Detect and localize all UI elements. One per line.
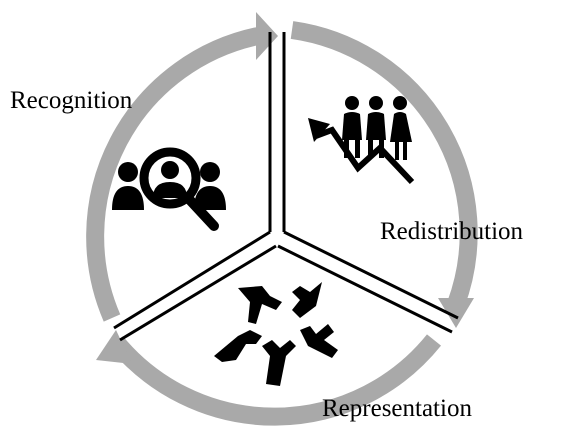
arrow-arc-right <box>290 21 478 308</box>
arrowhead-bottom-left <box>96 330 132 364</box>
arrowhead-top <box>256 12 278 60</box>
label-representation: Representation <box>322 395 472 422</box>
joined-hands-icon <box>214 282 338 386</box>
cycle-arrows <box>86 21 478 426</box>
divider-right <box>283 230 459 320</box>
divider-right-2 <box>277 244 453 334</box>
label-redistribution: Redistribution <box>380 218 524 245</box>
divider-left-2 <box>119 244 277 342</box>
magnifier-over-people-icon <box>112 147 226 231</box>
arrow-arc-bottom <box>109 334 442 426</box>
people-rising-trend-icon <box>308 96 415 185</box>
arrowhead-right <box>438 298 474 328</box>
sector-dividers <box>113 32 459 342</box>
divider-left <box>113 230 271 330</box>
cycle-arrowheads <box>96 12 474 364</box>
arrow-arc-top-left <box>86 27 260 322</box>
label-recognition: Recognition <box>10 87 133 114</box>
